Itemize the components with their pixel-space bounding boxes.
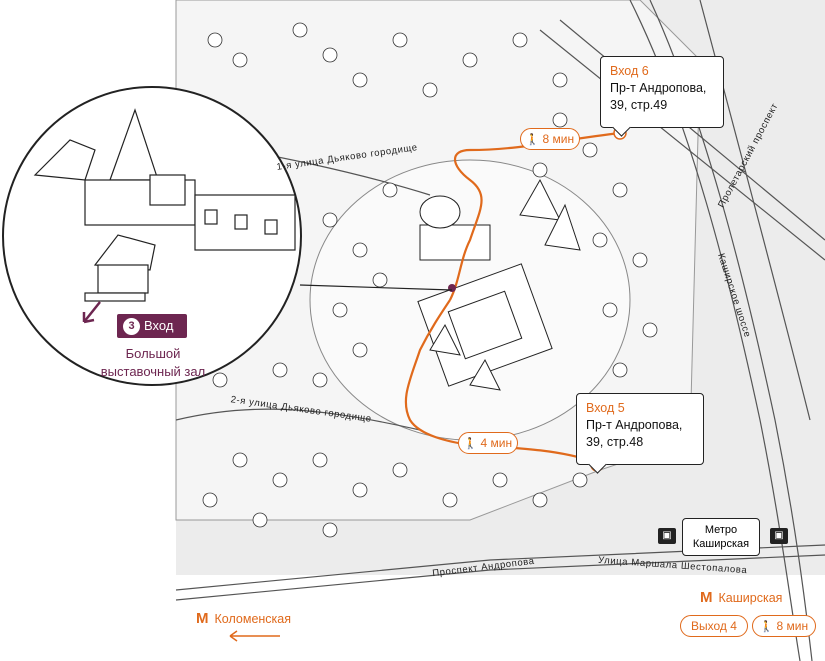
zoom-building	[33, 108, 296, 302]
zoom-connector	[299, 284, 453, 291]
entrance-3-badge[interactable]: 3 Вход	[117, 314, 187, 338]
entrance-5-title: Вход 5	[586, 401, 625, 415]
entrance-3-number: 3	[123, 318, 140, 335]
entrance-5-address-line2: 39, стр.48	[586, 435, 644, 449]
exhibition-hall-label: Большой выставочный зал	[100, 346, 206, 379]
metro-box-line1: Метро	[704, 524, 738, 536]
entrance-6-address-line2: 39, стр.49	[610, 98, 668, 112]
walking-person-icon: 🚶	[463, 438, 478, 450]
bus-stop-icon: ▣	[770, 528, 788, 544]
entrance-5-callout[interactable]: Вход 5 Пр-т Андропова, 39, стр.48	[576, 393, 704, 465]
kolomenskaya-arrow	[229, 630, 280, 642]
entrance-6-address-line1: Пр-т Андропова,	[610, 81, 707, 95]
entrance-6-title: Вход 6	[610, 64, 649, 78]
entrance-6-callout[interactable]: Вход 6 Пр-т Андропова, 39, стр.49	[600, 56, 724, 128]
metro-box-line2: Каширская	[692, 538, 750, 550]
exit-4-pill[interactable]: Выход 4	[680, 615, 748, 637]
entrance-3-marker	[448, 284, 456, 292]
entrance-3-label: Вход	[144, 318, 174, 333]
metro-kashirskaya-stop[interactable]: Метро Каширская	[682, 518, 760, 556]
walk-time-entrance-5: 🚶4 мин	[458, 432, 518, 454]
metro-icon: М	[196, 610, 209, 627]
walking-person-icon: 🚶	[759, 621, 774, 633]
entrance-5-address-line1: Пр-т Андропова,	[586, 418, 683, 432]
bus-stop-icon: ▣	[658, 528, 676, 544]
walking-person-icon: 🚶	[525, 134, 540, 146]
trees	[192, 22, 658, 538]
metro-icon: М	[700, 589, 713, 606]
entrance-arrow	[82, 301, 101, 324]
walk-time-entrance-6: 🚶8 мин	[520, 128, 580, 150]
walk-time-exit-4: 🚶8 мин	[752, 615, 816, 637]
